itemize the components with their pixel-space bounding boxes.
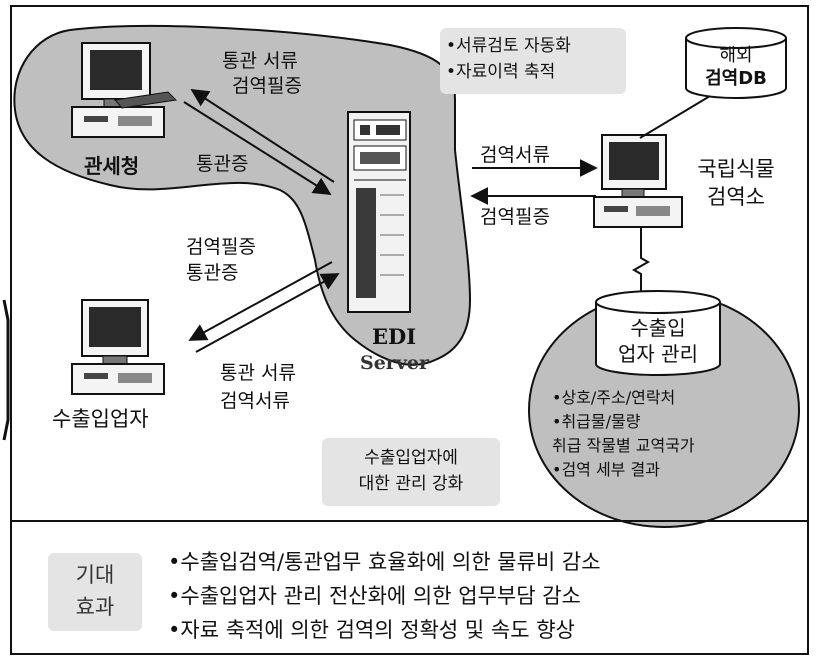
edi-to-quarantine-label: 검역서류 bbox=[480, 144, 550, 166]
automation-note-box bbox=[440, 28, 626, 94]
trader-label: 수출입업자 bbox=[52, 407, 149, 431]
edi-server-icon bbox=[347, 111, 411, 313]
effect-item-1: •수출입검역/통관업무 효율화에 의한 물류비 감소 bbox=[168, 550, 601, 574]
section-divider bbox=[10, 520, 809, 522]
left-edge-bracket bbox=[2, 299, 10, 441]
quarantine-label-line1: 국립식물 bbox=[697, 157, 775, 181]
quarantine-computer-icon bbox=[593, 134, 683, 228]
overseas-db-icon bbox=[685, 27, 787, 99]
edi-to-trader-label-1: 검역필증 bbox=[186, 236, 256, 258]
trader-db-item-1: •상호/주소/연락처 bbox=[552, 388, 676, 407]
overseas-db-link bbox=[639, 95, 711, 139]
effect-label-line1: 기대 bbox=[75, 563, 115, 587]
outer-frame bbox=[10, 5, 809, 655]
automation-note-line2: •자료이력 축적 bbox=[446, 62, 556, 82]
server-label: Server bbox=[360, 352, 429, 374]
trader-to-edi-label-1: 통관 서류 bbox=[220, 362, 296, 384]
management-note-line1: 수출입업자에 bbox=[364, 448, 458, 468]
trader-computer-icon bbox=[71, 299, 165, 395]
arrow-edi-to-customs bbox=[190, 89, 335, 183]
customs-to-edi-label-2: 검역필증 bbox=[232, 75, 302, 97]
quarantine-trader-db-link bbox=[631, 228, 651, 291]
management-note-line2: 대한 관리 강화 bbox=[358, 474, 464, 494]
arrow-edi-to-trader bbox=[188, 261, 333, 341]
customs-computer-icon bbox=[71, 42, 178, 138]
edi-to-trader-label-2: 통관증 bbox=[186, 262, 239, 284]
management-note-box bbox=[322, 438, 500, 506]
customs-to-edi-label-1: 통관 서류 bbox=[222, 50, 298, 72]
arrow-customs-to-edi bbox=[183, 101, 332, 195]
trader-db-item-2: •취급물/물량 bbox=[552, 412, 641, 431]
quarantine-label-line2: 검역소 bbox=[707, 185, 765, 209]
trader-db-item-3: 취급 작물별 교역국가 bbox=[552, 436, 695, 455]
effect-label-line2: 효과 bbox=[75, 595, 115, 619]
customs-label: 관세청 bbox=[84, 154, 140, 178]
trader-db-item-4: •검역 세부 결과 bbox=[552, 460, 660, 479]
quarantine-to-edi-label: 검역필증 bbox=[480, 206, 550, 228]
arrow-trader-to-edi bbox=[195, 273, 340, 353]
overseas-db-label-line2: 검역DB bbox=[705, 68, 767, 89]
effect-item-2: •수출입업자 관리 전산화에 의한 업무부담 감소 bbox=[168, 584, 581, 608]
trader-to-edi-label-2: 검역서류 bbox=[220, 390, 290, 412]
overseas-db-label-line1: 해외 bbox=[719, 45, 753, 66]
effect-item-3: •자료 축적에 의한 검역의 정확성 및 속도 향상 bbox=[168, 618, 575, 642]
automation-note-line1: •서류검토 자동화 bbox=[446, 36, 571, 56]
trader-db-label-line1: 수출입 bbox=[630, 316, 686, 340]
edi-to-customs-label: 통관증 bbox=[196, 153, 249, 175]
effect-label-box bbox=[48, 553, 142, 631]
trader-db-icon bbox=[595, 290, 721, 376]
edi-label: EDI bbox=[372, 324, 417, 349]
trader-db-label-line2: 업자 관리 bbox=[618, 342, 698, 366]
